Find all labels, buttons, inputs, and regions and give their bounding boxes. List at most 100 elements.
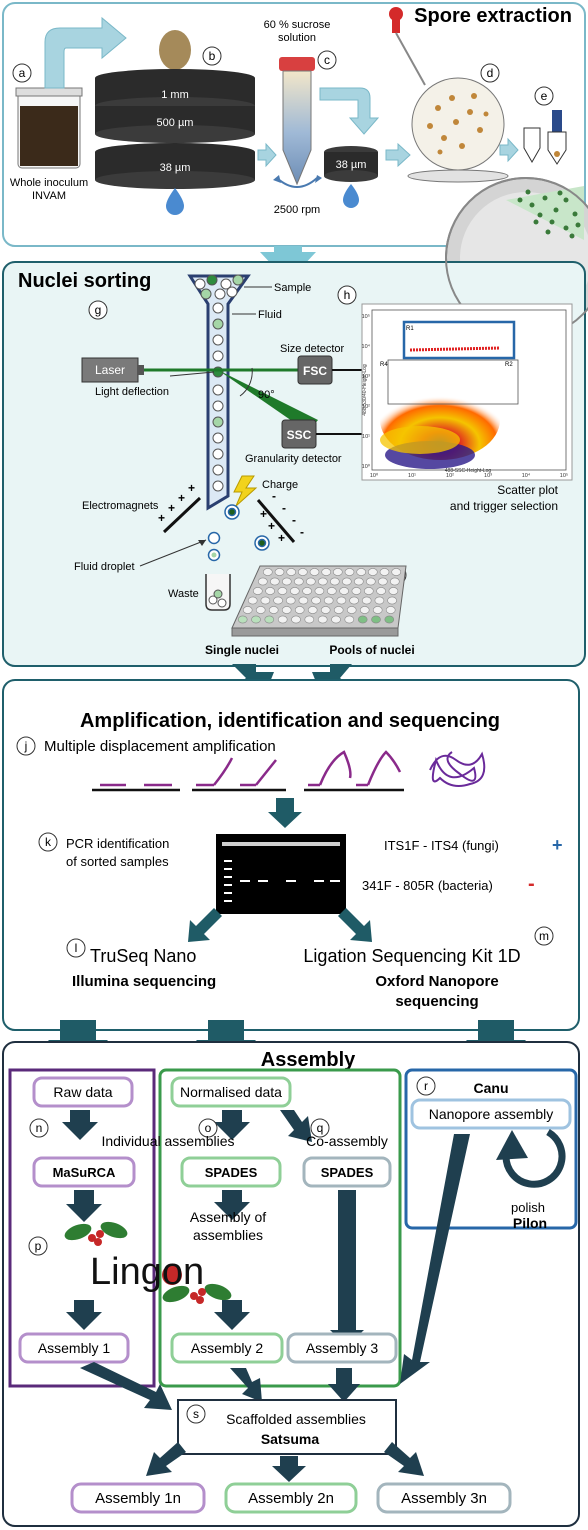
letter-j: j <box>24 739 28 753</box>
plate-well <box>391 568 402 576</box>
plate-well <box>320 606 331 614</box>
plate-well <box>356 568 367 576</box>
letter-s: s <box>193 1407 199 1421</box>
y-tick-1e3: 10³ <box>362 374 370 380</box>
pools-nuclei-label: Pools of nuclei <box>329 643 414 657</box>
masurca-label: MaSuRCA <box>53 1165 116 1180</box>
lingonberry-icon <box>64 1221 232 1304</box>
assembly-1-label: Assembly 1 <box>38 1340 111 1356</box>
letter-s-circle <box>186 1404 206 1424</box>
plate-well <box>304 615 315 624</box>
illumina-raw-frame <box>8 1068 156 1388</box>
arrow-raw-to-masurca <box>62 1110 98 1140</box>
nuclei-sorting-panel: Nuclei sorting g h i <box>2 177 588 667</box>
pilon-label: Pilon <box>513 1215 547 1231</box>
size-detector-label: Size detector <box>280 343 345 355</box>
normalised-data-box <box>170 1076 292 1108</box>
arrow-nanopore-to-scaffold <box>400 1134 470 1384</box>
plate-well <box>326 587 337 595</box>
plate-well <box>291 615 301 624</box>
arrow-to-nanopore <box>338 908 372 942</box>
plate-well <box>274 568 285 576</box>
svg-text:+: + <box>268 519 275 533</box>
assembly-2-box <box>170 1332 284 1364</box>
plate-well <box>281 606 292 614</box>
plate-well <box>367 568 378 576</box>
plate-well <box>344 615 355 624</box>
plate-well <box>339 587 349 595</box>
polish-label: polish <box>511 1200 545 1215</box>
plate-well <box>268 606 279 614</box>
letter-q: q <box>317 1121 324 1135</box>
plate-well <box>351 587 362 595</box>
letter-c: c <box>324 53 330 67</box>
nanopore-assembly-box <box>410 1098 572 1130</box>
plate-well <box>260 596 271 605</box>
svg-text:-: - <box>292 513 296 527</box>
arrow-spades-down <box>214 1190 250 1220</box>
plate-well <box>277 587 288 595</box>
plate-well <box>387 596 397 605</box>
plate-well <box>297 568 308 576</box>
svg-text:-: - <box>282 501 286 515</box>
petri-dish-icon <box>407 77 509 183</box>
nuclei-sorting-title: Nuclei sorting <box>18 270 151 292</box>
letter-n: n <box>36 1121 43 1135</box>
pcr-label-2: of sorted samples <box>66 854 169 869</box>
letter-l-circle <box>66 938 86 958</box>
letter-p-circle <box>28 1236 48 1256</box>
plate-well <box>247 596 258 605</box>
plus-sign: + <box>552 835 563 855</box>
well-plate-icon <box>231 565 407 637</box>
individual-assemblies-label: Individual assemblies <box>101 1133 234 1149</box>
arrow-to-a2n <box>272 1456 306 1482</box>
letter-b: b <box>209 49 216 63</box>
svg-text:+: + <box>158 511 165 525</box>
plate-well <box>281 577 292 586</box>
assembly-3n-box <box>376 1482 512 1514</box>
plate-well <box>359 606 370 614</box>
its-primer-label: ITS1F - ITS4 (fungi) <box>384 838 499 853</box>
plate-well <box>257 577 268 586</box>
laser-nozzle <box>138 365 144 375</box>
amplification-title: Amplification, identification and sequen… <box>80 710 500 732</box>
satsuma-label: Satsuma <box>261 1431 320 1447</box>
assembly-of-label-1: Assembly of <box>190 1209 266 1225</box>
svg-text:+: + <box>278 531 285 545</box>
assembly-1n-label: Assembly 1n <box>95 1490 181 1507</box>
sucrose-label-2: solution <box>278 32 316 44</box>
waste-label: Waste <box>168 588 199 600</box>
plate-well <box>298 596 309 605</box>
sieve-500-label: 500 µm <box>157 117 194 129</box>
plate-well <box>344 568 355 576</box>
plate-well <box>269 577 280 586</box>
x-tick-1e2: 10² <box>446 473 454 479</box>
bacteria-primer-label: 341F - 805R (bacteria) <box>362 878 493 893</box>
nanopore-assembly-label: Nanopore assembly <box>429 1106 554 1122</box>
angle-label: 90° <box>258 389 275 401</box>
plate-well <box>374 596 385 605</box>
arrow-lingon-down <box>66 1300 102 1330</box>
masurca-box <box>32 1156 136 1188</box>
assembly-of-label-2: assemblies <box>193 1227 263 1243</box>
rpm-label: 2500 rpm <box>274 204 320 216</box>
waste-tube-icon <box>205 574 231 611</box>
plate-well <box>377 577 388 586</box>
plate-well <box>289 587 300 595</box>
coassembly-label: Co-assembly <box>306 1133 388 1149</box>
mda-illustration <box>92 750 486 792</box>
spades-box-1 <box>180 1156 282 1188</box>
scatter-plot-label-2: and trigger selection <box>450 499 558 513</box>
plate-well <box>385 606 396 614</box>
letter-p: p <box>35 1239 42 1253</box>
plate-well <box>255 606 266 614</box>
plate-well <box>331 615 341 624</box>
letter-k: k <box>45 835 52 849</box>
y-tick-1e1: 10¹ <box>362 434 370 440</box>
letter-q-circle <box>310 1118 330 1138</box>
plate-well <box>314 587 325 595</box>
laser-box <box>81 357 139 383</box>
polish-loop-head <box>496 1130 528 1160</box>
plate-well <box>389 577 400 586</box>
